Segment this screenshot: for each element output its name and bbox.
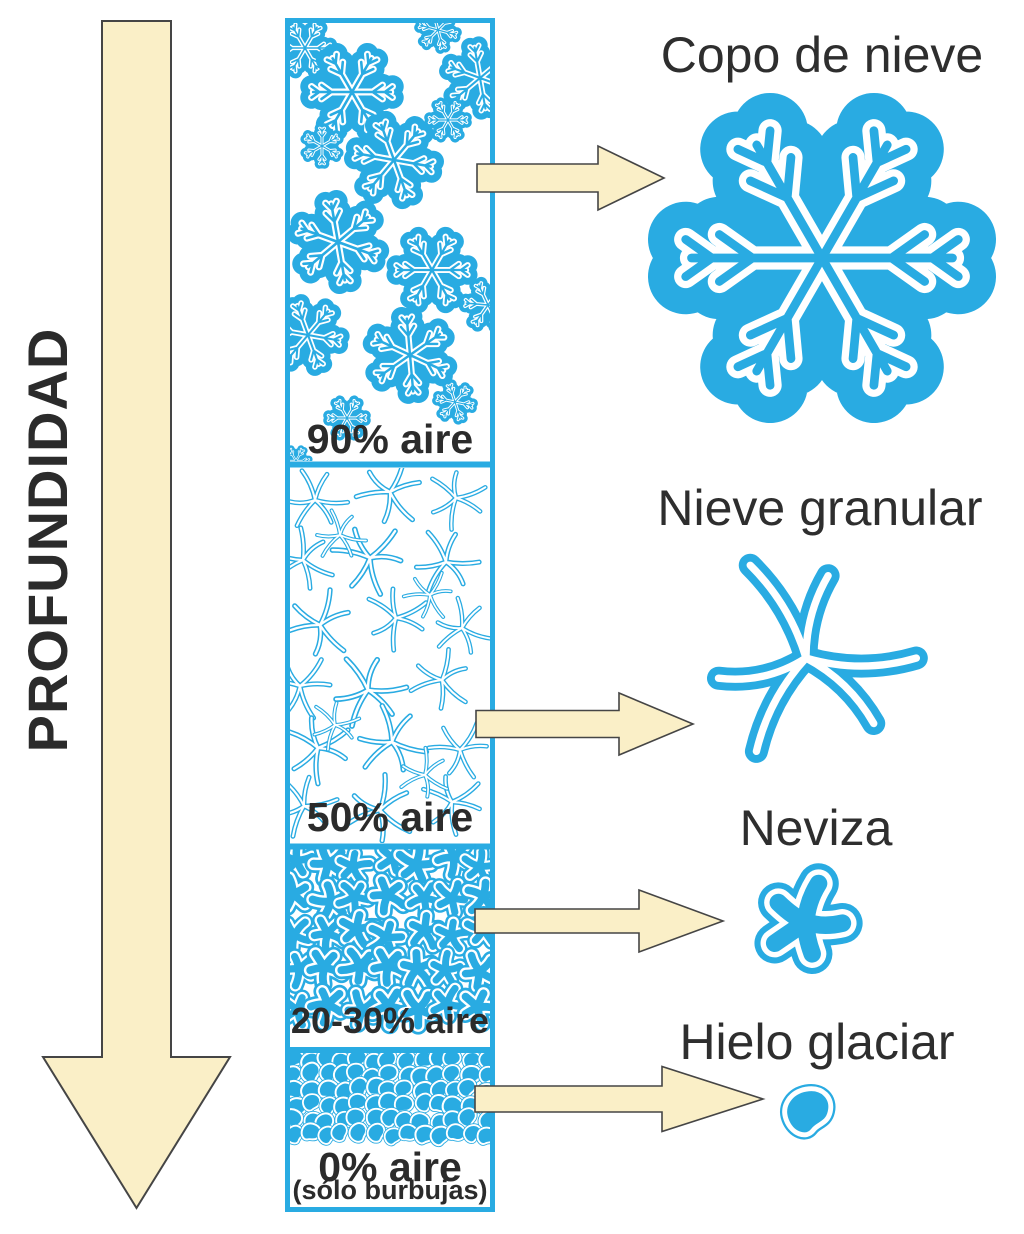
snowflake-icon (396, 237, 467, 304)
air-label-granular: 50% aire (306, 794, 474, 840)
stage-label-neviza: Neviza (739, 800, 893, 856)
flow-arrow-icon-3 (474, 888, 726, 954)
air-label-snow: 90% aire (306, 416, 474, 462)
air-label-firn: 20-30% aire (290, 1000, 490, 1041)
section-ice-fill (290, 1052, 490, 1149)
firn-grain-icon (274, 877, 307, 908)
firn-grain-icon (369, 878, 409, 917)
stage-label-glacier-ice: Hielo glaciar (679, 1014, 955, 1070)
ice-bubble-icon (781, 1085, 835, 1137)
star-crystal-icon (704, 544, 927, 755)
flow-arrow-icon-2 (475, 691, 696, 757)
depth-down-arrow-icon (41, 20, 232, 1210)
stage-label-snowflake: Copo de nieve (660, 27, 984, 83)
snowflake-icon (686, 131, 959, 386)
air-sublabel-ice: (sólo burbujas) (292, 1175, 488, 1205)
firn-grain-icon (771, 877, 849, 958)
ice-bubble-icon (476, 1063, 490, 1087)
snow-column-border (285, 18, 495, 1212)
flow-arrow-icon-4 (474, 1065, 766, 1133)
depth-axis-label: PROFUNDIDAD (16, 327, 79, 753)
stage-label-granular: Nieve granular (657, 480, 983, 536)
flow-arrow-icon-1 (476, 144, 666, 212)
snowflake-icon (429, 103, 466, 138)
snowflake-icon (464, 282, 513, 328)
air-label-ice: 0% aire (318, 1144, 462, 1190)
